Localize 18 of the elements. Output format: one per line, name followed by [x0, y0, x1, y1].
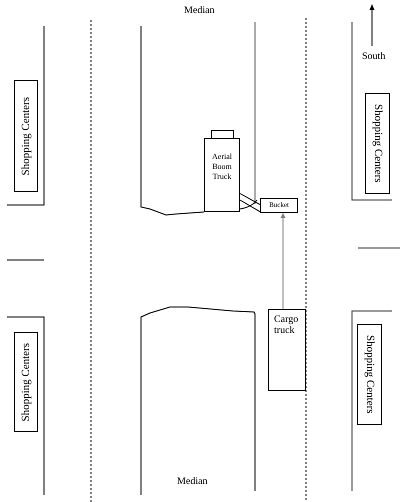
shopping-center-block: [14, 80, 38, 192]
shopping-center-label: Shopping Centers: [20, 96, 32, 176]
shopping-center-label: Shopping Centers: [364, 335, 375, 414]
shopping-center-label: Shopping Centers: [372, 104, 383, 183]
arrow: [280, 212, 286, 310]
median-label: Median: [177, 477, 208, 487]
bucket-outline: [260, 198, 298, 213]
boom-truck-outline: [204, 130, 240, 212]
boom-truck-label: Aerial Boom Truck: [211, 152, 233, 182]
cargo-truck-label: Cargo truck: [274, 314, 300, 336]
shopping-center-block: [365, 93, 390, 194]
direction-label: South: [362, 52, 386, 62]
boom-arm: [240, 193, 260, 212]
median-label: Median: [184, 6, 215, 16]
shopping-center-block: [357, 324, 382, 425]
cargo-truck-outline: [268, 309, 306, 391]
shopping-center-label: Shopping Centers: [20, 342, 32, 422]
shopping-center-block: [14, 332, 38, 432]
